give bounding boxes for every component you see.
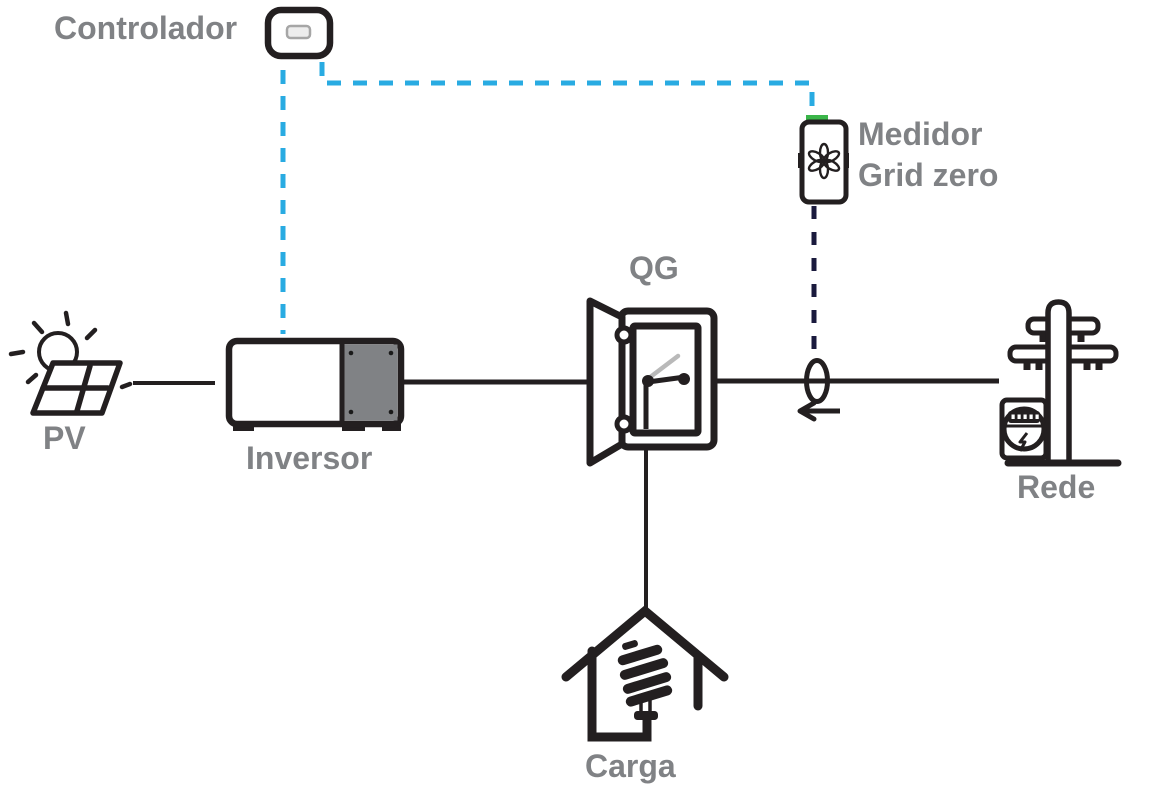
utility-pole-meter-icon (999, 299, 1122, 467)
lightning-bolt-icon (1018, 432, 1029, 452)
door-hinge-top (614, 325, 634, 345)
meter-label: Medidor Grid zero (858, 114, 998, 196)
meter-label-line1: Medidor (858, 116, 983, 152)
pv-label: PV (43, 420, 86, 456)
solar-panel-icon (30, 360, 123, 416)
controller-device-icon (264, 6, 334, 60)
meter-pinwheel-icon (807, 142, 841, 180)
pole-energy-meter-icon (999, 397, 1049, 461)
qg-label: QG (629, 250, 679, 286)
pole-mast (1045, 299, 1072, 464)
current-direction-left-arrow-icon (797, 400, 840, 422)
inverter-box-icon (225, 337, 405, 431)
solar-panel-sun-icon (8, 310, 133, 416)
breaker-switch-symbol (642, 353, 690, 429)
ct-clamp-ellipse-icon (804, 358, 830, 404)
load-label: Carga (585, 748, 676, 784)
house-cfl-bulb-icon (561, 605, 729, 742)
grid-zero-meter-icon (798, 115, 849, 205)
cfl-bulb-icon (617, 640, 673, 737)
door-hinge-bottom (614, 414, 634, 434)
meter-label-line2: Grid zero (858, 157, 999, 193)
panel-door (586, 297, 626, 467)
inverter-label: Inversor (246, 440, 373, 476)
grid-label: Rede (1017, 469, 1096, 505)
controller-to-meter-dashed-line (319, 62, 815, 115)
controller-label: Controlador (54, 10, 238, 46)
breaker-panel-open-door-icon (586, 297, 718, 467)
